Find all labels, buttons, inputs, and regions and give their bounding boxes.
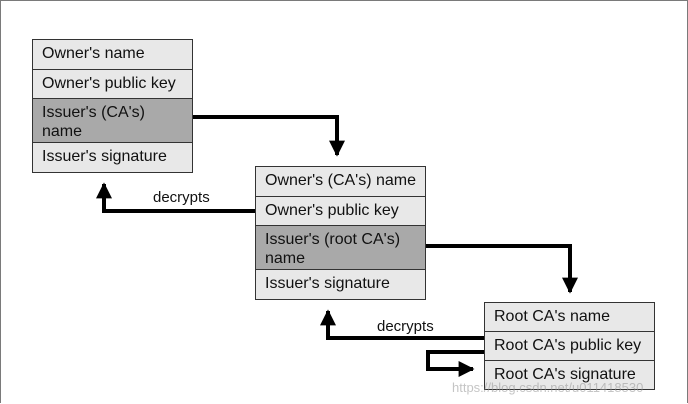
root-ca-public-key-field: Root CA's public key [485, 332, 654, 361]
decrypts-label-lower: decrypts [377, 318, 434, 335]
issuer-name-field: Issuer's (CA's) name [33, 99, 192, 143]
owner-public-key-field: Owner's public key [256, 197, 425, 226]
root-ca-name-field: Root CA's name [485, 303, 654, 332]
issuer-signature-field: Issuer's signature [33, 143, 192, 172]
owner-name-field: Owner's name [33, 40, 192, 70]
root-ca-signature-field: Root CA's signature [485, 361, 654, 389]
certificate-intermediate-ca: Owner's (CA's) name Owner's public key I… [255, 166, 426, 300]
certificate-root-ca: Root CA's name Root CA's public key Root… [484, 302, 655, 390]
issuer-signature-field: Issuer's signature [256, 270, 425, 299]
watermark-text: https://blog.csdn.net/u011418530 [452, 380, 644, 395]
arrow-root-self-signed [426, 350, 484, 377]
arrow-issuer-to-intermediate [193, 115, 345, 157]
arrow-decrypts-intermediate-to-cert1 [96, 182, 255, 213]
certificate-end-entity: Owner's name Owner's public key Issuer's… [32, 39, 193, 173]
decrypts-label-upper: decrypts [153, 189, 210, 206]
issuer-root-ca-name-field: Issuer's (root CA's) name [256, 226, 425, 270]
owner-ca-name-field: Owner's (CA's) name [256, 167, 425, 197]
owner-public-key-field: Owner's public key [33, 70, 192, 99]
arrow-root-issuer-to-root [426, 244, 578, 294]
arrow-decrypts-root-to-intermediate [320, 309, 484, 340]
